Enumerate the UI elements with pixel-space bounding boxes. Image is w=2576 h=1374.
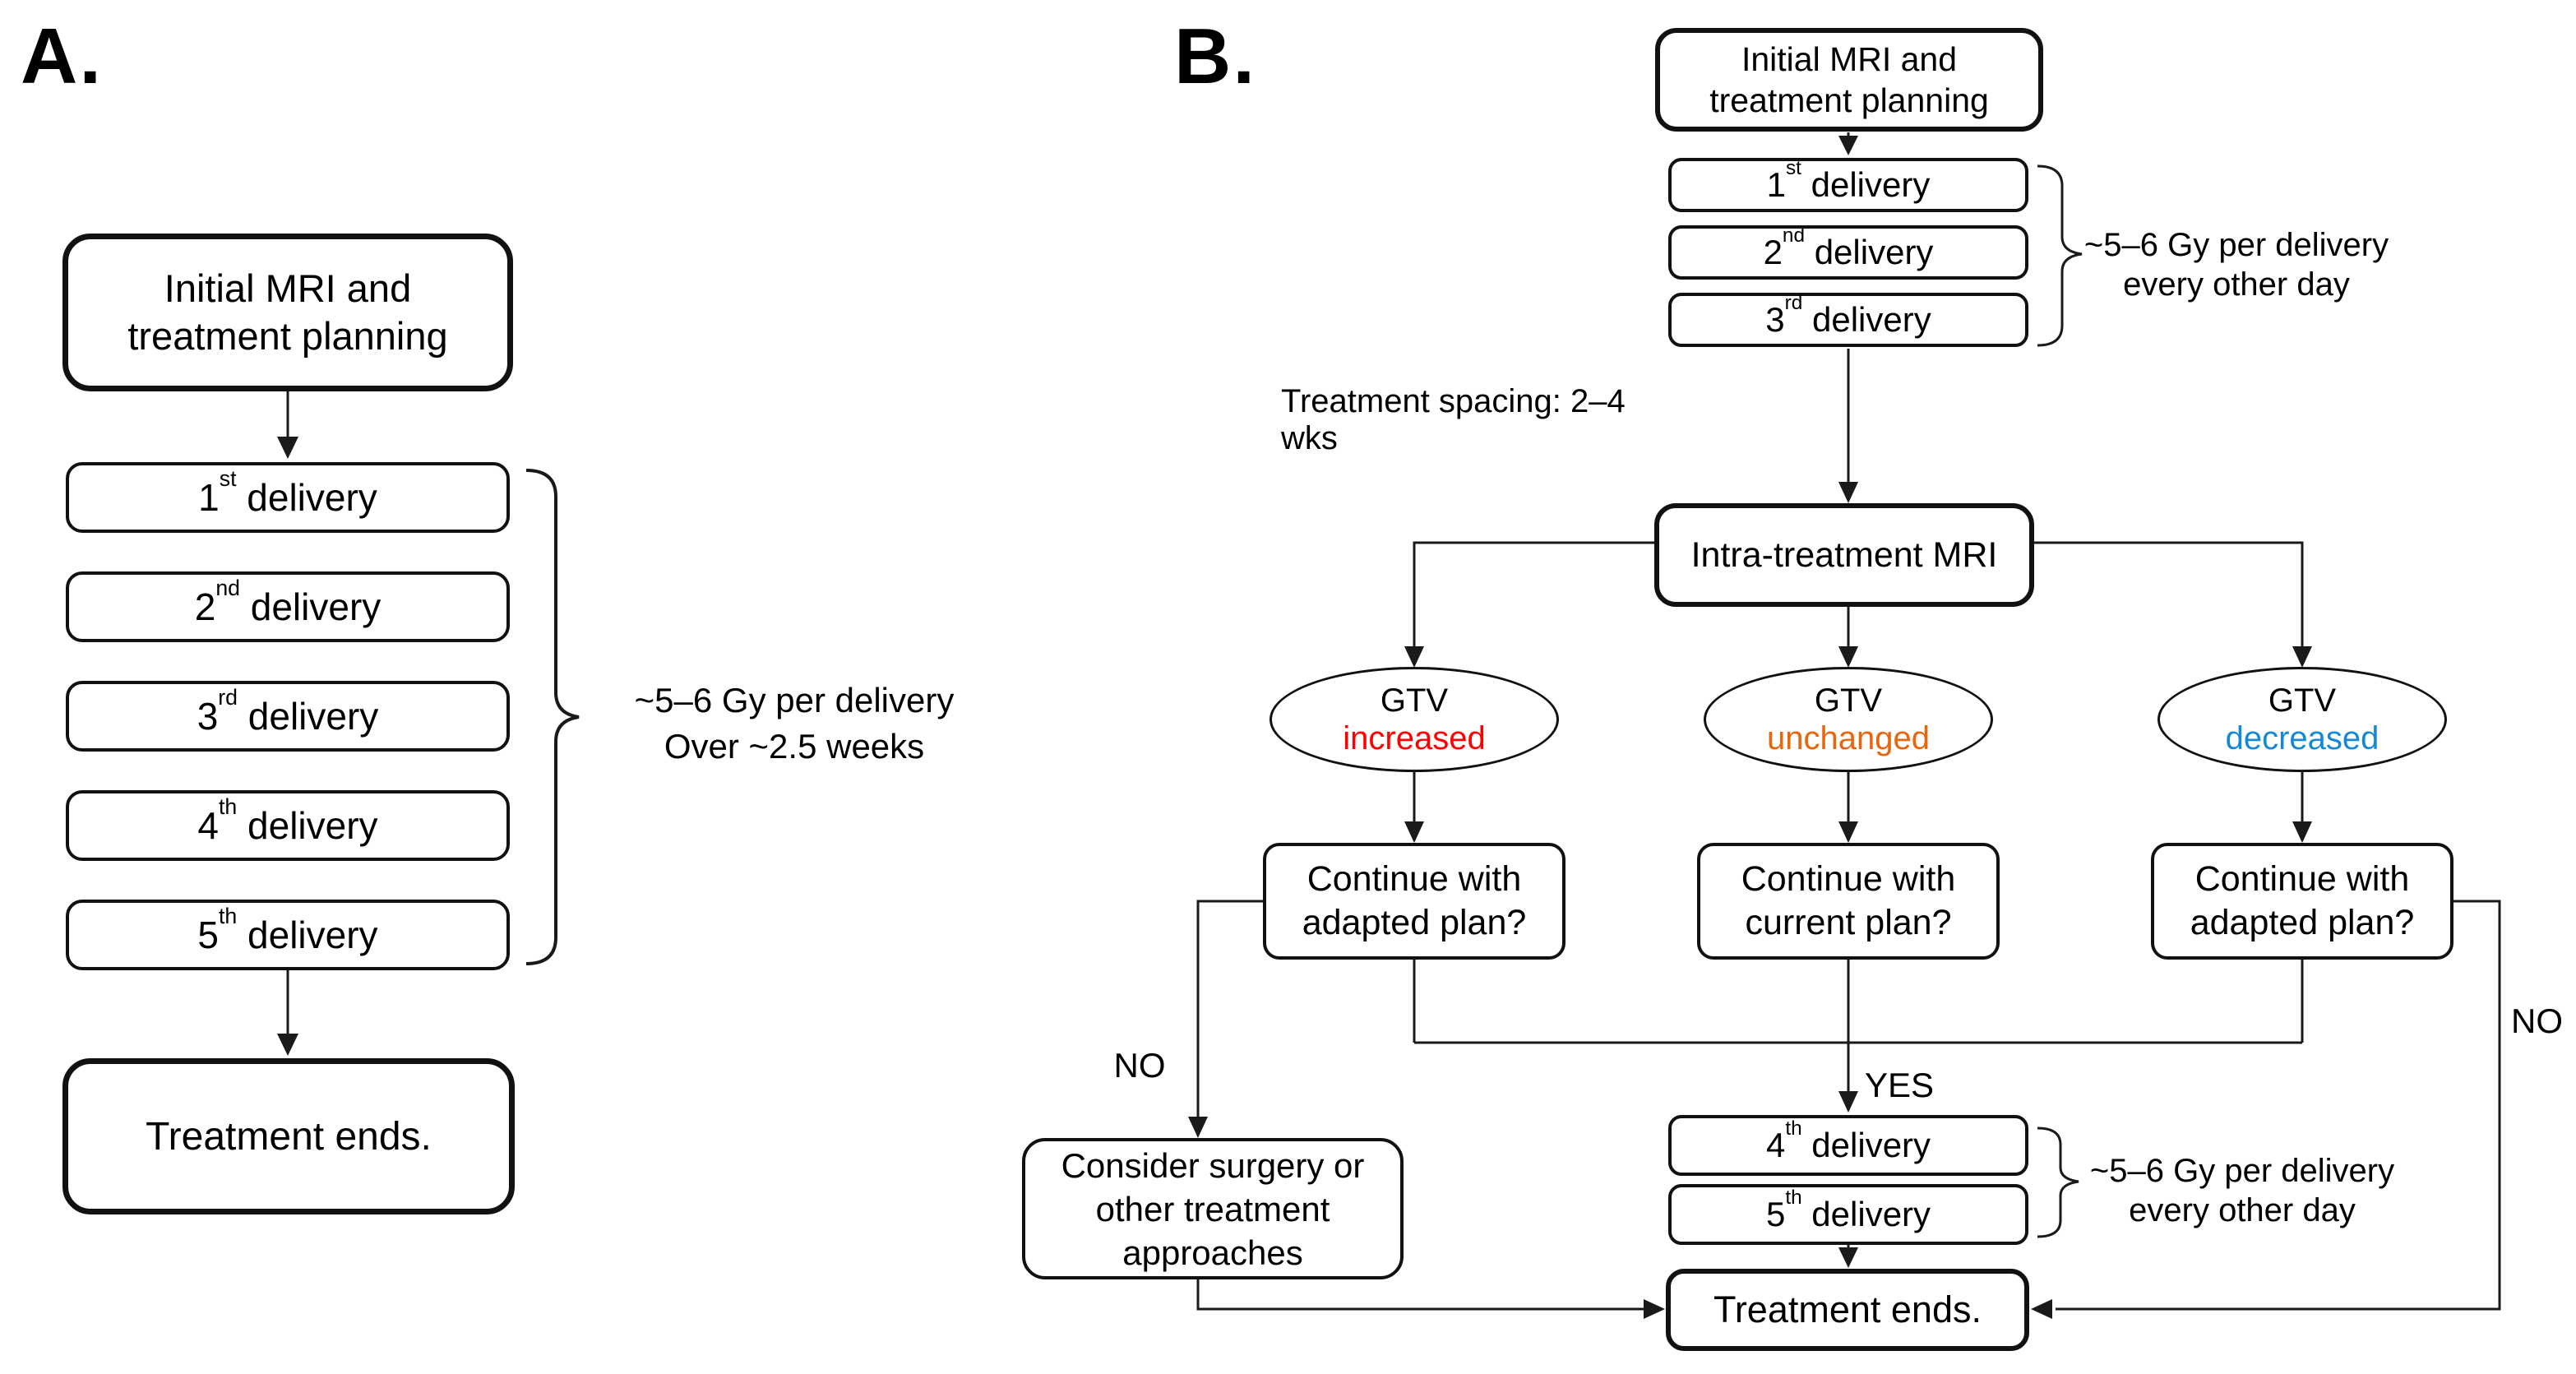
node-b-initial-mri: Initial MRI and treatment planning (1655, 28, 2043, 132)
node-text: 5th delivery (197, 904, 378, 956)
node-text: adapted plan? (2190, 903, 2415, 942)
ordinal-superscript: nd (1782, 224, 1806, 247)
no-label-left: NO (1113, 1046, 1166, 1085)
note-line: ~5–6 Gy per delivery (2083, 227, 2389, 263)
node-decision-current: Continue with current plan? (1697, 843, 2000, 960)
node-gtv-increased: GTV increased (1270, 667, 1559, 772)
note-line: every other day (2129, 1192, 2356, 1228)
dose-note-b-top: ~5–6 Gy per delivery every other day (2076, 225, 2397, 304)
node-text: Treatment ends. (1713, 1288, 1982, 1330)
node-a-delivery-5: 5th delivery (66, 900, 510, 970)
node-a-delivery-4: 4th delivery (66, 790, 510, 861)
node-decision-adapted-left: Continue with adapted plan? (1263, 843, 1565, 960)
ordinal-superscript: nd (215, 576, 240, 601)
node-consider-surgery: Consider surgery or other treatment appr… (1022, 1138, 1404, 1279)
gtv-title: GTV (2268, 682, 2337, 719)
gtv-status: decreased (2225, 720, 2379, 756)
spacing-note: Treatment spacing: 2–4 wks (1281, 383, 1626, 456)
node-text: current plan? (1745, 903, 1952, 942)
node-a-initial-mri: Initial MRI and treatment planning (62, 234, 513, 391)
note-line: Over ~2.5 weeks (664, 727, 925, 766)
node-text: Continue with (1306, 859, 1522, 899)
note-line: every other day (2123, 266, 2350, 303)
panel-a-label: A. (21, 12, 103, 100)
node-text: 3rd delivery (1765, 291, 1931, 339)
panel-b-label: B. (1174, 12, 1256, 100)
node-text: 4th delivery (1765, 1117, 1931, 1164)
node-b-treatment-ends: Treatment ends. (1666, 1269, 2029, 1351)
node-b-delivery-5: 5th delivery (1668, 1184, 2028, 1245)
node-text: Initial MRI and (164, 266, 412, 310)
node-text: 1st delivery (198, 466, 377, 519)
node-text: Continue with (2194, 859, 2410, 899)
gtv-status: unchanged (1767, 720, 1930, 756)
node-a-treatment-ends: Treatment ends. (62, 1058, 515, 1214)
node-text: adapted plan? (1302, 903, 1527, 942)
node-text: treatment planning (127, 314, 448, 358)
ordinal-superscript: st (1786, 156, 1801, 179)
node-text: Intra-treatment MRI (1690, 534, 1998, 575)
node-text: 5th delivery (1765, 1186, 1931, 1233)
node-text: Initial MRI and (1741, 40, 1958, 78)
no-label-right: NO (2511, 1002, 2563, 1040)
gtv-title: GTV (1814, 682, 1883, 719)
node-text: Consider surgery or (1061, 1145, 1365, 1185)
node-text: 2nd delivery (194, 576, 382, 628)
node-a-delivery-3: 3rd delivery (66, 681, 510, 752)
node-text: 4th delivery (197, 794, 378, 847)
dose-note-b-bottom: ~5–6 Gy per delivery every other day (2082, 1151, 2403, 1230)
ordinal-superscript: th (1785, 1117, 1802, 1140)
ordinal-superscript: th (1785, 1186, 1802, 1209)
node-a-delivery-2: 2nd delivery (66, 571, 510, 642)
dose-note-a: ~5–6 Gy per delivery Over ~2.5 weeks (580, 678, 1008, 770)
node-b-delivery-2: 2nd delivery (1668, 225, 2028, 280)
ordinal-superscript: th (219, 904, 238, 929)
ordinal-superscript: st (219, 466, 237, 492)
node-gtv-decreased: GTV decreased (2157, 667, 2447, 772)
node-text: 3rd delivery (197, 685, 379, 738)
ordinal-superscript: rd (1784, 291, 1803, 314)
node-text: 1st delivery (1766, 156, 1931, 204)
node-text: other treatment (1095, 1189, 1330, 1228)
gtv-status: increased (1343, 720, 1486, 756)
node-decision-adapted-right: Continue with adapted plan? (2151, 843, 2453, 960)
node-b-delivery-1: 1st delivery (1668, 158, 2028, 212)
gtv-title: GTV (1380, 682, 1449, 719)
node-gtv-unchanged: GTV unchanged (1704, 667, 1993, 772)
ordinal-superscript: th (219, 794, 238, 820)
node-text: Continue with (1741, 859, 1956, 899)
node-text: treatment planning (1709, 81, 1989, 119)
node-b-intra-treatment-mri: Intra-treatment MRI (1654, 503, 2034, 607)
node-a-delivery-1: 1st delivery (66, 462, 510, 533)
node-text: Treatment ends. (146, 1114, 432, 1159)
note-line: ~5–6 Gy per delivery (2089, 1153, 2395, 1189)
node-text: approaches (1122, 1233, 1303, 1272)
node-b-delivery-3: 3rd delivery (1668, 293, 2028, 347)
ordinal-superscript: rd (218, 685, 238, 710)
note-line: ~5–6 Gy per delivery (634, 681, 955, 719)
node-text: 2nd delivery (1763, 224, 1934, 271)
yes-label: YES (1865, 1066, 1935, 1104)
node-b-delivery-4: 4th delivery (1668, 1115, 2028, 1176)
